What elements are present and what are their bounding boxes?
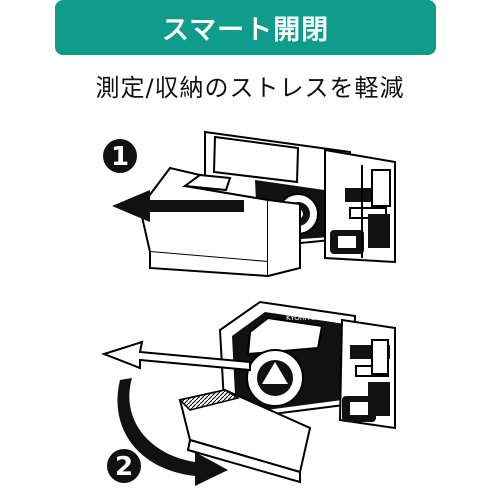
tester-closed-illustration [112,130,396,278]
banner-title: スマート開閉 [161,15,330,46]
title-banner: スマート開閉 [55,0,436,55]
curved-arrow-icon [117,378,228,486]
tester-open-illustration: KYORITSU [100,300,396,486]
subtitle: 測定/収納のストレスを軽減 [95,74,405,102]
arrow-left-icon [112,190,244,222]
step-2-badge: 2 [107,449,141,483]
step-1-badge: 1 [103,139,137,173]
illustration: 1 [100,130,396,486]
arrow-left-outline-icon [100,340,251,372]
brand-label: KYORITSU [286,314,321,322]
step-1-number: 1 [111,142,129,172]
step-2-number: 2 [115,452,133,482]
